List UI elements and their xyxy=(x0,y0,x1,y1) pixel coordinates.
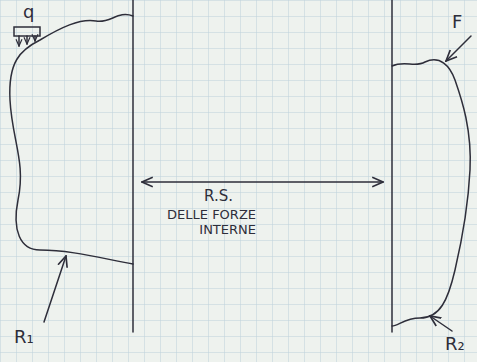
left-body-outline xyxy=(10,14,133,264)
load-label: q xyxy=(23,2,34,23)
load-arrow xyxy=(34,36,36,41)
force-arrow xyxy=(446,36,471,61)
reaction-arrow xyxy=(44,256,66,322)
right-body-outline xyxy=(392,60,470,326)
reaction-label: R₁ xyxy=(14,327,34,348)
force-label: F xyxy=(452,12,462,33)
load-arrow xyxy=(18,36,20,46)
internal-forces-arrow xyxy=(142,181,383,183)
distributed-load-symbol xyxy=(14,27,40,36)
load-arrow xyxy=(26,36,28,44)
reaction-arrow xyxy=(430,316,452,331)
reaction-label: R₂ xyxy=(445,334,465,355)
cut-line-left xyxy=(132,0,134,332)
section-label: R.S. xyxy=(204,188,233,205)
cut-line-right xyxy=(391,0,393,332)
section-note: DELLE FORZE INTERNE xyxy=(156,208,256,238)
